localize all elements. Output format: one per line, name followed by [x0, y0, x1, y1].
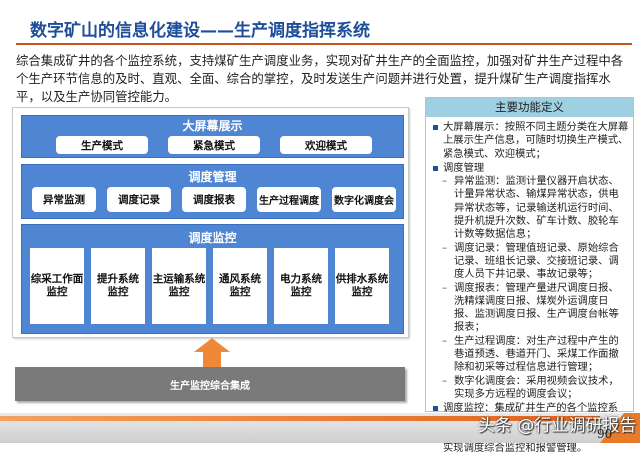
cell-anomaly-monitoring: 异常监测 — [32, 187, 96, 212]
intro-paragraph: 综合集成矿井的各个监控系统，支持煤矿生产调度业务，实现对矿井生产的全面监控，加强… — [16, 53, 624, 104]
cell-welcome-mode: 欢迎模式 — [280, 136, 372, 154]
cell-dispatch-records: 调度记录 — [107, 187, 171, 212]
band-title: 调度监控 — [188, 231, 237, 245]
subitem-text: 调度记录：管理值班记录、原始综合记录、班组长记录、交接班记录、调度人员下井记录、… — [454, 241, 619, 281]
title-divider — [16, 43, 632, 45]
watermark: 头条 @行业调研报告 — [478, 416, 637, 436]
function-subitem: –生产过程调度：对生产过程中产生的巷道预透、巷道开门、采煤工作面撤除和初采等过程… — [442, 334, 619, 374]
cell-dispatch-reports: 调度报表 — [182, 187, 246, 212]
page-title: 数字矿山的信息化建设——生产调度指挥系统 — [30, 21, 370, 41]
function-subitem: –数字化调度会：采用视频会议技术，实现多方远程的调度会议； — [442, 374, 619, 400]
function-subitem: –异常监测：监测计量仪器开启状态、计量异常状态、输煤异常状态，供电异常状态等，记… — [442, 175, 619, 241]
architecture-diagram: 大屏幕展示 生产模式 紧急模式 欢迎模式 调度管理 异常监测 调度记录 调度报表… — [12, 107, 409, 338]
up-arrow-icon — [194, 338, 230, 368]
band-title: 大屏幕展示 — [182, 119, 243, 133]
function-subitem: –调度报表：管理产量进尺调度日报、洗精煤调度日报、煤炭外运调度日报、监测调度日报… — [442, 281, 619, 334]
functions-panel: 主要功能定义 大屏幕展示：按照不同主题分类在大屏幕上展示生产信息，可随时切换生产… — [425, 97, 634, 454]
cell-hoist-monitor: 提升系统 监控 — [91, 248, 145, 324]
base-integration-bar: 生产监控综合集成 — [15, 367, 405, 401]
functions-header: 主要功能定义 — [426, 98, 633, 117]
function-item: 大屏幕展示：按照不同主题分类在大屏幕上展示生产信息，可随时切换生产模式、紧急模式… — [432, 121, 629, 161]
function-subitem: –调度记录：管理值班记录、原始综合记录、班组长记录、交接班记录、调度人员下井记录… — [442, 241, 619, 281]
cell-power-monitor: 电力系统 监控 — [274, 248, 328, 324]
footer-bar — [0, 413, 640, 443]
subitem-text: 生产过程调度：对生产过程中产生的巷道预透、巷道开门、采煤工作面撤除和初采等过程信… — [454, 334, 619, 374]
cell-ventilation-monitor: 通风系统 监控 — [213, 248, 267, 324]
cell-transport-monitor: 主运输系统 监控 — [152, 248, 206, 324]
subitem-text: 数字化调度会：采用视频会议技术，实现多方远程的调度会议； — [454, 374, 619, 400]
cell-emergency-mode: 紧急模式 — [168, 136, 260, 154]
band-big-screen: 大屏幕展示 生产模式 紧急模式 欢迎模式 — [21, 115, 404, 158]
band-title: 调度管理 — [188, 170, 237, 184]
subitem-text: 异常监测：监测计量仪器开启状态、计量异常状态、输煤异常状态，供电异常状态等，记录… — [454, 175, 619, 241]
cell-mining-face-monitor: 综采工作面 监控 — [30, 248, 84, 324]
cell-digital-meeting: 数字化调度会 — [332, 187, 396, 212]
footer-stripe — [0, 416, 600, 421]
cell-water-monitor: 供排水系统 监控 — [335, 248, 389, 324]
page-number: 90 — [597, 427, 613, 441]
function-item: 调度管理 — [432, 162, 629, 175]
subitem-text: 调度报表：管理产量进尺调度日报、洗精煤调度日报、煤炭外运调度日报、监测调度日报、… — [454, 281, 619, 334]
cell-process-dispatch: 生产过程调度 — [257, 187, 321, 212]
band-dispatch-management: 调度管理 异常监测 调度记录 调度报表 生产过程调度 数字化调度会 — [21, 164, 404, 219]
band-dispatch-monitoring: 调度监控 综采工作面 监控 提升系统 监控 主运输系统 监控 通风系统 监控 电… — [21, 224, 404, 334]
cell-production-mode: 生产模式 — [56, 136, 148, 154]
